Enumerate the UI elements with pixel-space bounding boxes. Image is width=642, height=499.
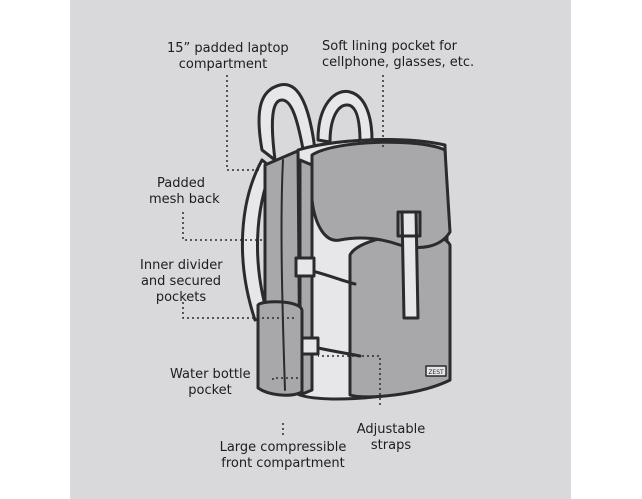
top-handle bbox=[316, 89, 374, 144]
strap-buckle-upper bbox=[294, 256, 316, 278]
water-bottle-pocket bbox=[256, 300, 304, 397]
label-soft-lining-pocket: Soft lining pocket for cellphone, glasse… bbox=[322, 39, 475, 70]
flap-strap bbox=[400, 210, 420, 320]
label-adjustable-straps: Adjustable straps bbox=[356, 422, 426, 453]
label-laptop-compartment: 15” padded laptop compartment bbox=[167, 41, 289, 72]
leader-water-bottle bbox=[272, 377, 300, 380]
top-flap bbox=[310, 140, 452, 249]
strap-buckle-lower bbox=[300, 336, 320, 356]
zipper-line bbox=[280, 159, 286, 391]
label-padded-mesh-back: Padded mesh back bbox=[149, 176, 220, 207]
leader-inner-divider bbox=[182, 302, 296, 319]
label-inner-divider: Inner divider and secured pockets bbox=[140, 258, 223, 305]
leader-laptop bbox=[226, 75, 262, 171]
logo-text: ZEST bbox=[428, 369, 444, 376]
label-front-compartment: Large compressible front compartment bbox=[219, 440, 347, 471]
leader-straps bbox=[318, 355, 381, 405]
strap-buckle bbox=[396, 210, 422, 238]
label-water-bottle-pocket: Water bottle pocket bbox=[170, 367, 251, 398]
logo-tag bbox=[425, 365, 447, 377]
